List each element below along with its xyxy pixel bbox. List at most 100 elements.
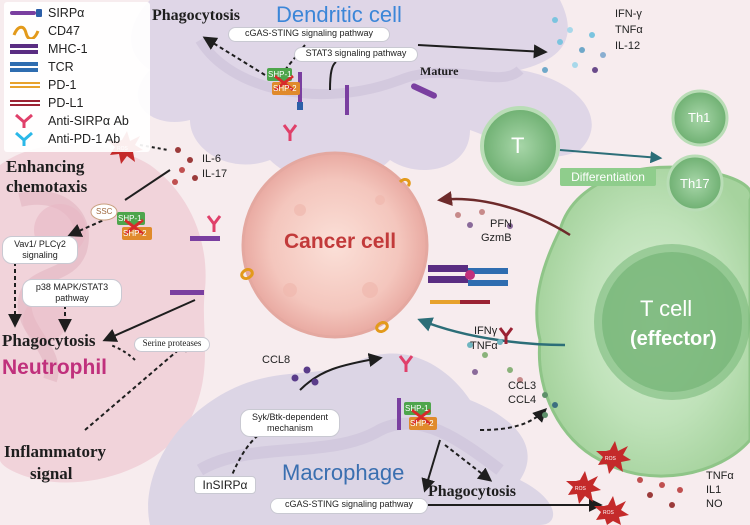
ifng-label: IFNγ bbox=[474, 325, 498, 337]
enhancing-label-2: chemotaxis bbox=[6, 177, 88, 196]
cd47-1 bbox=[398, 178, 411, 188]
vav1-line2: signaling bbox=[22, 250, 58, 260]
macrophage-title: Macrophage bbox=[282, 460, 405, 485]
shp2-mac: SHP-2 bbox=[410, 419, 434, 428]
ssc-oval bbox=[90, 203, 118, 221]
arrow-serine bbox=[109, 344, 136, 361]
tnfa-dc-label: TNFα bbox=[615, 24, 643, 36]
t-naive-cell bbox=[480, 106, 560, 186]
shp1-neutrophil: SHP-1 bbox=[118, 214, 142, 223]
pdl1-icon bbox=[10, 100, 40, 106]
phagocytosis-macrophage-label: Phagocytosis bbox=[428, 483, 516, 500]
legend-item-anti-pd1-ab: Anti-PD-1 Ab bbox=[4, 131, 150, 147]
gzmb-label: GzmB bbox=[481, 232, 512, 244]
ros-label-mac-1: ROS bbox=[605, 456, 616, 462]
syk-line1: Syk/Btk-dependent bbox=[251, 412, 329, 422]
cancer-cell-title: Cancer cell bbox=[284, 230, 397, 253]
arrow-pfn-gzmb bbox=[437, 191, 571, 237]
inhibit-neutrophil bbox=[124, 169, 171, 201]
legend-label: SIRPα bbox=[48, 6, 85, 20]
legend-label: TCR bbox=[48, 60, 74, 74]
legend-item-sirpa: SIRPα bbox=[4, 5, 150, 21]
shp2-dc: SHP-2 bbox=[273, 84, 297, 93]
sirpa-mac bbox=[397, 398, 401, 430]
legend-item-pdl1: PD-L1 bbox=[4, 95, 150, 111]
enhancing-label-1: Enhancing bbox=[6, 157, 85, 176]
p38-line2: pathway bbox=[55, 293, 89, 303]
arrow-dc-phagocytosis bbox=[202, 36, 266, 76]
legend-item-cd47: CD47 bbox=[4, 23, 150, 39]
legend-item-tcr: TCR bbox=[4, 59, 150, 75]
anti-sirpa-ab-1 bbox=[206, 215, 222, 232]
dendritic-cell-body bbox=[131, 0, 592, 183]
arrow-ccl8 bbox=[299, 353, 383, 391]
th1-label: Th1 bbox=[688, 110, 711, 125]
anti-pd1-ab-icon bbox=[15, 131, 33, 146]
il12-label: IL-12 bbox=[615, 40, 641, 52]
sirpa-dc-3 bbox=[411, 83, 437, 99]
cancer-cell bbox=[241, 151, 429, 339]
ros-star-mac-3 bbox=[594, 496, 629, 525]
mhc1-tcr-complex bbox=[428, 265, 508, 286]
cytokine-dots bbox=[172, 17, 683, 508]
ros-label-neutrophil: ROS bbox=[117, 146, 128, 152]
th17-label: Th17 bbox=[680, 176, 710, 191]
phagocytosis-neutrophil-label: Phagocytosis bbox=[2, 331, 96, 350]
p38-line1: p38 MAPK/STAT3 bbox=[35, 282, 109, 292]
anti-sirpa-ab-3 bbox=[398, 355, 414, 372]
cgas-mac-pathway: cGAS-STING signaling pathway bbox=[270, 498, 428, 514]
inhibit-stat3 bbox=[329, 61, 337, 91]
phagocytosis-dc-label: Phagocytosis bbox=[152, 7, 240, 24]
il6-label: IL-6 bbox=[202, 153, 221, 165]
ccl8-label: CCL8 bbox=[262, 354, 291, 366]
legend-item-pd1: PD-1 bbox=[4, 77, 150, 93]
anti-pd1-ab bbox=[498, 327, 514, 344]
legend-label: Anti-SIRPα Ab bbox=[48, 114, 129, 128]
t-effector-title-line1: T cell bbox=[640, 296, 693, 321]
pd1-pdl1 bbox=[430, 300, 490, 304]
legend-label: MHC-1 bbox=[48, 42, 88, 56]
p38-pathway: p38 MAPK/STAT3 pathway bbox=[22, 279, 122, 307]
neutrophil-title: Neutrophil bbox=[2, 356, 107, 379]
il17-label: IL-17 bbox=[202, 168, 228, 180]
sirpa-neutrophil-1 bbox=[190, 236, 220, 241]
arrow-ros-cytokines bbox=[139, 144, 169, 151]
arrow-inflammatory bbox=[84, 338, 193, 431]
shp2-neutrophil: SHP-2 bbox=[123, 229, 147, 238]
legend-label: PD-1 bbox=[48, 78, 77, 92]
shp1-dc: SHP-1 bbox=[268, 70, 292, 79]
inflammatory-label-2: signal bbox=[30, 464, 73, 483]
arrow-mac-phagocytosis bbox=[421, 439, 441, 493]
ifn-gamma-label: IFN-γ bbox=[615, 8, 642, 20]
tnfa-label: TNFα bbox=[470, 340, 498, 352]
shp1-mac: SHP-1 bbox=[405, 404, 429, 413]
il1-label: IL1 bbox=[706, 484, 722, 496]
ccl4-label: CCL4 bbox=[508, 394, 537, 406]
tnfa-mac-label: TNFα bbox=[706, 470, 734, 482]
inflammatory-label-1: Inflammatory bbox=[4, 442, 106, 461]
dendritic-cell-title: Dendritic cell bbox=[276, 2, 402, 27]
legend-label: Anti-PD-1 Ab bbox=[48, 132, 121, 146]
syk-pathway: Syk/Btk-dependent mechanism bbox=[240, 409, 340, 437]
pfn-label: PFN bbox=[490, 218, 512, 230]
ccl3-label: CCL3 bbox=[508, 380, 537, 392]
arrow-ccl3-ccl4 bbox=[479, 408, 547, 431]
legend-label: PD-L1 bbox=[48, 96, 84, 110]
inhibit-marks bbox=[124, 74, 431, 426]
arrow-dc-to-cytokines bbox=[417, 44, 548, 59]
ros-star-mac-1 bbox=[596, 441, 631, 474]
neutrophil-body bbox=[0, 144, 206, 483]
differentiation-label: Differentiation bbox=[560, 168, 656, 186]
arrow-sirpa-neutrophil bbox=[102, 299, 196, 342]
ros-label-mac-3: ROS bbox=[603, 510, 614, 516]
legend-box: SIRPα CD47 MHC-1 TCR PD-1 PD-L1 Anti-SIR… bbox=[4, 2, 150, 152]
ros-star-mac-2 bbox=[566, 471, 601, 504]
shp-boxes bbox=[117, 68, 437, 430]
vav1-line1: Vav1/ PLCγ2 bbox=[14, 239, 66, 249]
mature-label: Mature bbox=[420, 64, 459, 78]
mhc1-icon bbox=[10, 44, 38, 54]
sirpa-icon bbox=[10, 9, 42, 17]
arrow-mac-dotted bbox=[444, 444, 493, 482]
ros-label-mac-2: ROS bbox=[575, 486, 586, 492]
